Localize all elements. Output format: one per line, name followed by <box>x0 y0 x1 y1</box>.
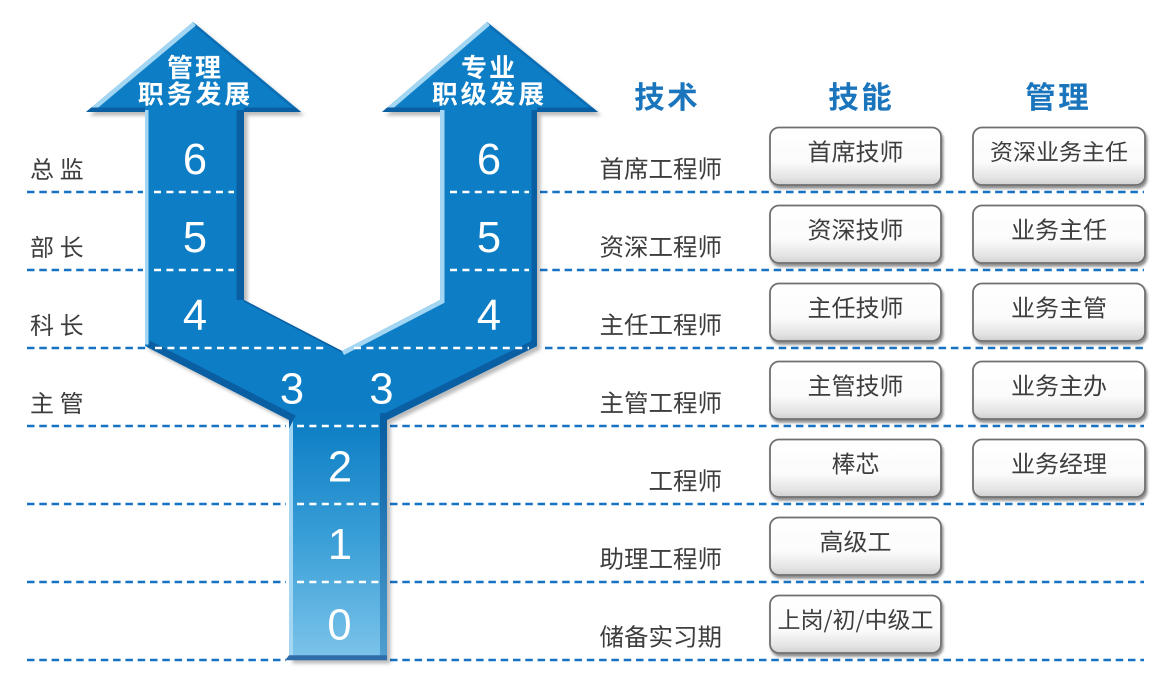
svg-text:6: 6 <box>477 136 501 184</box>
svg-text:6: 6 <box>183 136 207 184</box>
svg-text:4: 4 <box>183 292 207 340</box>
svg-text:3: 3 <box>369 366 393 414</box>
svg-text:1: 1 <box>328 521 352 569</box>
svg-text:5: 5 <box>183 214 207 262</box>
svg-text:4: 4 <box>477 292 501 340</box>
svg-text:2: 2 <box>328 443 352 491</box>
svg-text:3: 3 <box>280 366 304 414</box>
svg-text:5: 5 <box>477 214 501 262</box>
svg-text:0: 0 <box>327 601 351 649</box>
